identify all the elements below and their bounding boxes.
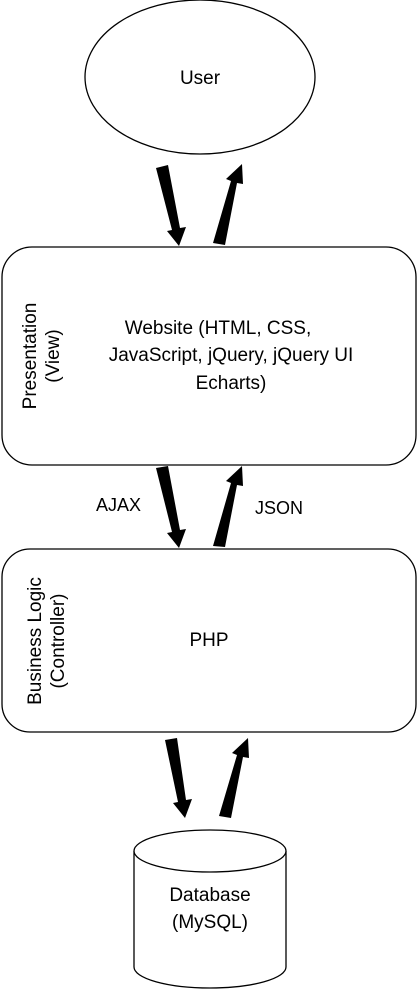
database-cylinder-top — [133, 829, 287, 873]
json-label: JSON — [255, 498, 303, 518]
user-ellipse — [84, 0, 316, 155]
presentation-business-arrows: AJAX JSON — [96, 466, 303, 548]
up-arrow-presentation-to-user — [213, 164, 243, 245]
business-logic-layer: Business Logic (Controller) PHP — [1, 548, 417, 733]
business-database-arrows — [165, 738, 249, 818]
down-arrow-user-to-presentation — [156, 165, 186, 246]
business-logic-box — [1, 548, 417, 733]
database-sublabel: (MySQL) — [172, 912, 248, 933]
presentation-side-sublabel: (View) — [43, 329, 64, 383]
business-logic-content: PHP — [189, 630, 228, 651]
presentation-box — [1, 246, 417, 466]
down-arrow-business-to-database — [165, 738, 192, 818]
presentation-content-line-1: Website (HTML, CSS, — [125, 318, 312, 339]
database-cylinder-body — [133, 851, 287, 989]
ajax-label: AJAX — [96, 495, 141, 515]
database-label: Database — [169, 885, 250, 906]
presentation-content-line-3: Echarts) — [196, 373, 267, 394]
presentation-content-line-2: JavaScript, jQuery, jQuery UI — [109, 345, 354, 366]
up-arrow-database-to-business — [219, 738, 249, 818]
down-arrow-presentation-to-business — [156, 466, 186, 548]
presentation-layer: Presentation (View) Website (HTML, CSS, … — [1, 246, 417, 466]
up-arrow-business-to-presentation — [213, 466, 243, 547]
database-node: Database (MySQL) — [133, 829, 287, 989]
user-presentation-arrows — [156, 164, 243, 246]
user-label: User — [180, 68, 221, 89]
user-node: User — [84, 0, 316, 155]
business-logic-side-sublabel: (Controller) — [48, 593, 69, 688]
business-logic-side-label: Business Logic — [25, 577, 46, 705]
presentation-side-label: Presentation — [20, 303, 41, 410]
